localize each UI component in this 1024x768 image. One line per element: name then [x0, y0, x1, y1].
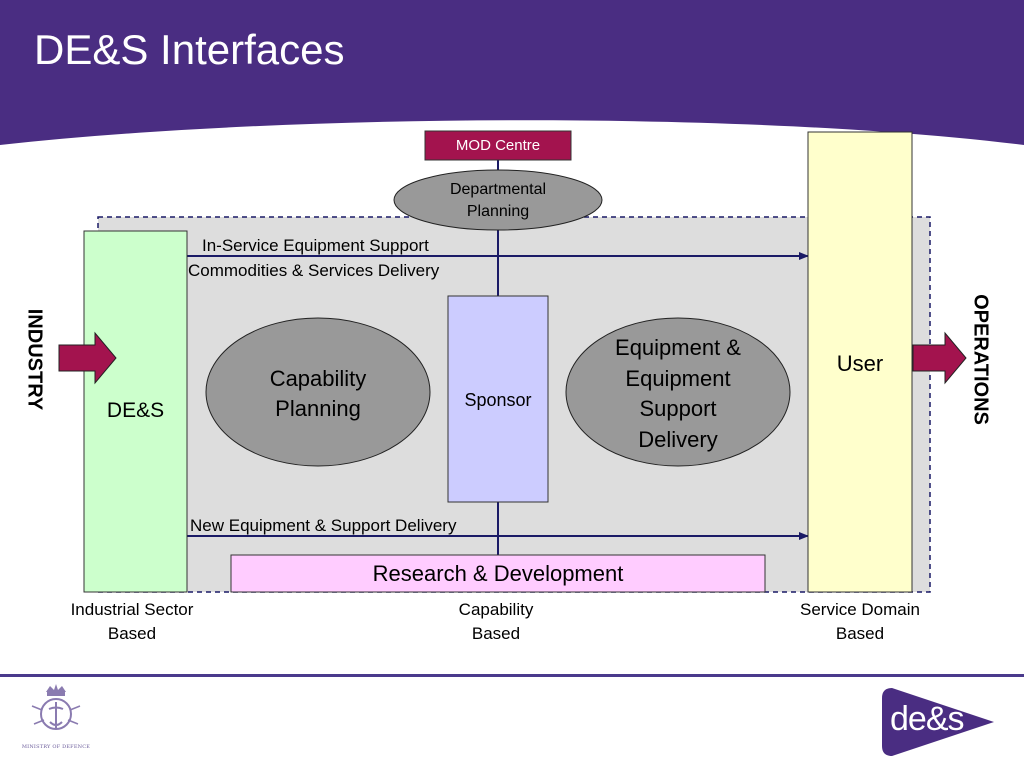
industry-label: INDUSTRY — [23, 308, 46, 411]
header-band — [0, 0, 1024, 145]
capability-planning-label: Capability Planning — [228, 362, 408, 426]
footer-label-service-line1: Service Domain — [800, 600, 920, 619]
mod-crest-caption: MINISTRY OF DEFENCE — [21, 744, 91, 750]
footer-label-service-line2: Based — [835, 624, 885, 643]
operations-label: OPERATIONS — [969, 294, 992, 425]
mod-centre-box — [424, 130, 572, 161]
footer-label-capability-line1: Capability — [458, 600, 534, 619]
mod-crest-logo — [31, 684, 81, 730]
footer-label-industrial-line2: Based — [107, 624, 157, 643]
departmental-planning-ellipse — [393, 169, 603, 231]
slide-title: DE&S Interfaces — [34, 26, 345, 73]
equipment-support-line1: Equipment & — [615, 335, 741, 360]
research-development-label: Research & Development — [372, 561, 624, 586]
sponsor-label: Sponsor — [464, 389, 532, 410]
footer-label-capability-line2: Based — [471, 624, 521, 643]
in-service-label-line1: In-Service Equipment Support — [202, 236, 429, 255]
capability-planning-ellipse — [205, 317, 431, 467]
footer-label-industrial-line1: Industrial Sector — [70, 600, 194, 619]
footer-divider — [0, 674, 1024, 677]
user-box — [807, 131, 913, 593]
des-logo — [882, 688, 994, 756]
equipment-support-line3: Support — [639, 396, 717, 421]
footer-label-capability: Capability Based — [406, 598, 586, 646]
des-box — [83, 230, 188, 593]
departmental-planning-line2: Planning — [466, 203, 530, 220]
equipment-support-ellipse — [565, 317, 791, 467]
departmental-planning-line1: Departmental — [449, 181, 547, 198]
des-logo-text: de&s — [890, 700, 964, 738]
equipment-support-line4: Delivery — [638, 426, 718, 452]
sponsor-box — [447, 295, 549, 503]
equipment-support-label: Equipment & Equipment Support Delivery — [588, 332, 768, 456]
new-equipment-label: New Equipment & Support Delivery — [190, 516, 457, 535]
capability-planning-line2: Planning — [275, 396, 361, 421]
footer-label-service: Service Domain Based — [770, 598, 950, 646]
research-development-box — [230, 554, 766, 593]
industry-input-arrow — [58, 331, 117, 385]
in-service-label-line2: Commodities & Services Delivery — [188, 261, 440, 280]
mod-centre-label: MOD Centre — [455, 137, 541, 154]
equipment-support-line2: Equipment — [625, 365, 731, 391]
capability-planning-line1: Capability — [269, 366, 367, 391]
footer-label-industrial: Industrial Sector Based — [42, 598, 222, 646]
departmental-planning-label: Departmental Planning — [420, 178, 576, 224]
operations-output-arrow — [912, 331, 967, 385]
des-label: DE&S — [106, 399, 165, 422]
user-label: User — [836, 351, 884, 376]
